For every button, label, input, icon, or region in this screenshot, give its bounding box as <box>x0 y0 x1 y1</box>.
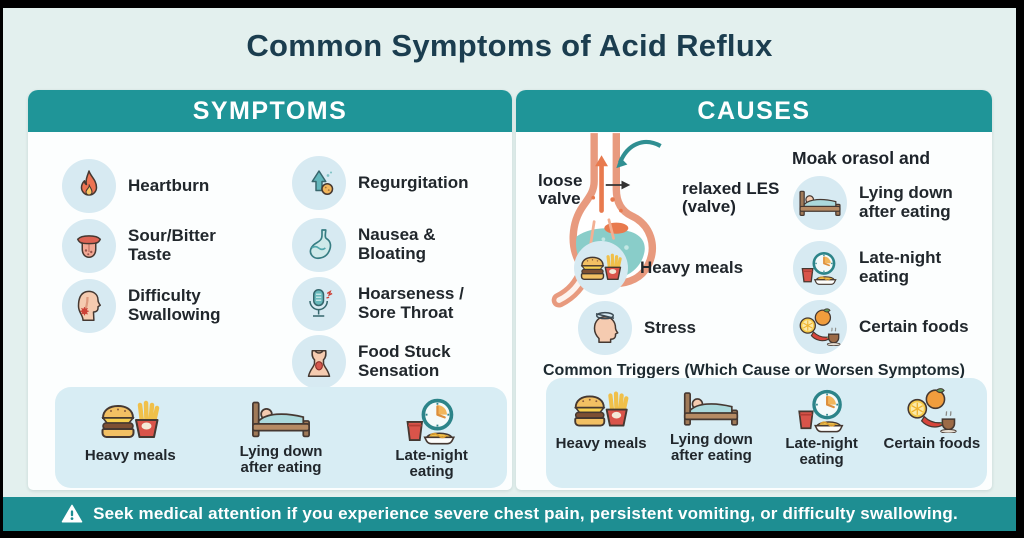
symptom-label: Sour/Bitter Taste <box>128 226 216 264</box>
trigger-item: Lying down after eating <box>222 397 340 476</box>
tongue-icon <box>62 219 116 273</box>
cause-item: Stress <box>578 301 788 355</box>
trigger-label: Late-night eating <box>395 447 468 480</box>
symptom-label: Food Stuck Sensation <box>358 342 451 380</box>
causes-triggers-panel: Heavy meals Lying down after eating Late… <box>546 378 987 488</box>
cause-label: Late-night eating <box>859 248 942 286</box>
symptom-label: Regurgitation <box>358 172 469 192</box>
stomach-icon <box>292 218 346 272</box>
cause-label: Lying down after eating <box>859 183 953 221</box>
regurgitation-arrow-icon <box>292 156 346 210</box>
diagram-label-relaxed-les: relaxed LES (valve) <box>682 179 780 216</box>
cause-label: Certain foods <box>859 316 969 336</box>
causes-note: Moak orasol and <box>792 148 931 168</box>
trigger-item: Lying down after eating <box>659 388 764 464</box>
microphone-icon <box>292 277 346 331</box>
symptoms-header-label: SYMPTOMS <box>192 96 348 125</box>
clock-meal-icon <box>403 397 461 445</box>
cause-label: Heavy meals <box>640 257 744 277</box>
symptoms-column: SYMPTOMS Heartburn Sour/Bitter Taste Dif… <box>28 90 512 490</box>
causes-header: CAUSES <box>516 90 992 132</box>
trigger-label: Late-night eating <box>785 435 858 468</box>
symptom-triggers-panel: Heavy meals Lying down after eating Late… <box>55 387 507 488</box>
neck-icon <box>292 335 346 389</box>
bed-icon <box>793 176 847 230</box>
causes-column: CAUSES loose valve relaxed LES (valve) M… <box>516 90 992 490</box>
trigger-item: Late-night eating <box>373 397 491 480</box>
symptom-item: Regurgitation <box>292 156 508 210</box>
burger-fries-icon <box>98 397 162 445</box>
symptom-label: Heartburn <box>128 175 210 195</box>
infographic-canvas: Common Symptoms of Acid Reflux SYMPTOMS … <box>3 8 1016 531</box>
causes-triggers-title: Common Triggers (Which Cause or Worsen S… <box>543 362 965 379</box>
trigger-label: Lying down after eating <box>669 431 753 464</box>
flame-icon <box>62 159 116 213</box>
symptom-item: Hoarseness / Sore Throat <box>292 277 508 331</box>
clock-meal-icon <box>793 241 847 295</box>
symptom-item: Heartburn <box>62 159 292 213</box>
pointer-arrow-icon <box>605 180 631 190</box>
page-title: Common Symptoms of Acid Reflux <box>246 28 773 63</box>
symptoms-header: SYMPTOMS <box>28 90 512 132</box>
symptom-item: Sour/Bitter Taste <box>62 219 292 273</box>
cause-item: Lying down after eating <box>793 176 989 230</box>
cause-item: Late-night eating <box>793 241 989 295</box>
stomach-diagram <box>551 133 662 308</box>
cause-item: Certain foods <box>793 300 989 354</box>
symptom-item: Nausea & Bloating <box>292 218 508 272</box>
throat-icon <box>62 279 116 333</box>
symptom-label: Difficulty Swallowing <box>128 286 221 324</box>
certain-foods-icon <box>904 388 960 433</box>
warning-text: Seek medical attention if you experience… <box>93 504 958 523</box>
cause-item: Heavy meals <box>574 241 784 295</box>
trigger-item: Heavy meals <box>549 388 654 452</box>
trigger-item: Certain foods <box>879 388 984 452</box>
trigger-label: Heavy meals <box>555 435 647 452</box>
trigger-label: Certain foods <box>883 435 981 452</box>
burger-fries-icon <box>574 241 628 295</box>
trigger-item: Heavy meals <box>71 397 189 464</box>
causes-header-label: CAUSES <box>697 96 811 125</box>
clock-meal-icon <box>795 388 849 433</box>
diagram-label-loose-valve: loose valve <box>538 171 583 208</box>
warning-icon <box>61 503 83 525</box>
stress-icon <box>578 301 632 355</box>
bed-icon <box>250 397 312 441</box>
cause-label: Stress <box>644 317 696 337</box>
certain-foods-icon <box>793 300 847 354</box>
symptom-label: Hoarseness / Sore Throat <box>358 284 464 322</box>
trigger-label: Heavy meals <box>84 447 176 464</box>
bed-icon <box>682 388 740 429</box>
warning-banner: Seek medical attention if you experience… <box>3 497 1016 531</box>
trigger-label: Lying down after eating <box>239 443 323 476</box>
burger-fries-icon <box>571 388 631 433</box>
trigger-item: Late-night eating <box>769 388 874 468</box>
symptom-label: Nausea & Bloating <box>358 225 436 263</box>
symptom-item: Food Stuck Sensation <box>292 335 508 389</box>
symptom-item: Difficulty Swallowing <box>62 279 292 333</box>
